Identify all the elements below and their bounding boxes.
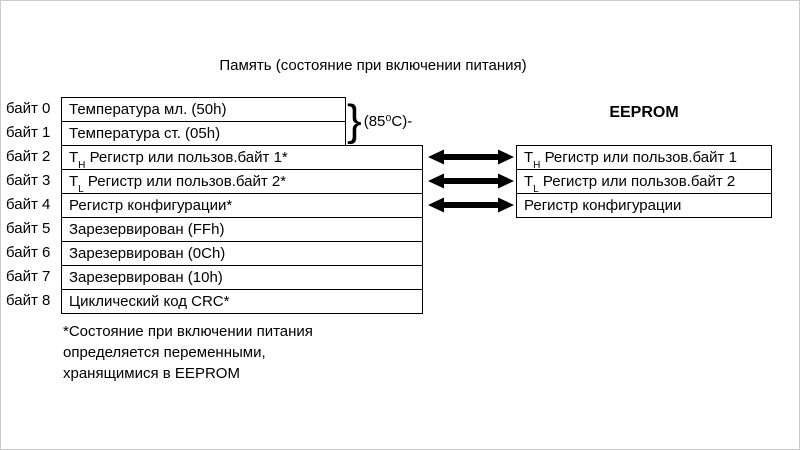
row-text: Температура мл. (50h) (69, 101, 227, 118)
byte-label-5: байт 5 (6, 220, 51, 237)
scratchpad-row-config-register: Регистр конфигурации* (61, 193, 423, 218)
row-text: Циклический код CRC* (69, 293, 230, 310)
footnote-line-3: хранящимися в EEPROM (63, 365, 240, 382)
bidirectional-arrow-config (428, 196, 514, 214)
brace-glyph: } (347, 96, 362, 145)
row-text-rest: Регистр или пользов.байт 1 (540, 149, 737, 166)
row-text: T (524, 173, 534, 190)
scratchpad-row-th-register: TH Регистр или пользов.байт 1* (61, 145, 423, 171)
eeprom-row-config-register: Регистр конфигурации (516, 193, 772, 218)
eeprom-title: EEPROM (609, 104, 679, 121)
bidirectional-arrow-icon (428, 173, 514, 189)
scratchpad-table: Температура мл. (50h) Температура ст. (0… (61, 97, 423, 314)
row-text: Зарезервирован (10h) (69, 269, 223, 286)
scratchpad-row-reserved-ff: Зарезервирован (FFh) (61, 217, 423, 242)
bidirectional-arrow-tl (428, 172, 514, 190)
footnote-line-2: определяется переменными, (63, 344, 266, 361)
row-text: T (69, 173, 79, 190)
power-on-temp-label: (85⁰C)- (363, 113, 413, 130)
row-text: T (524, 149, 534, 166)
footnote: *Состояние при включении питания определ… (63, 321, 313, 384)
row-text: T (69, 149, 79, 166)
row-subscript: L (533, 184, 539, 195)
byte-label-2: байт 2 (6, 148, 51, 165)
scratchpad-row-crc: Циклический код CRC* (61, 289, 423, 314)
bidirectional-arrow-icon (428, 197, 514, 213)
row-text: Температура ст. (05h) (69, 125, 221, 142)
row-subscript: H (533, 160, 541, 171)
scratchpad-row-reserved-0c: Зарезервирован (0Ch) (61, 241, 423, 266)
scratchpad-row-temperature-msb: Температура ст. (05h) (61, 121, 346, 146)
row-text: Регистр конфигурации* (69, 197, 233, 214)
row-text: Регистр конфигурации (524, 197, 682, 214)
scratchpad-row-reserved-10: Зарезервирован (10h) (61, 265, 423, 290)
bidirectional-arrow-icon (428, 149, 514, 165)
row-text-rest: Регистр или пользов.байт 2 (538, 173, 736, 190)
byte-label-7: байт 7 (6, 268, 51, 285)
eeprom-row-tl-register: TL Регистр или пользов.байт 2 (516, 169, 772, 195)
byte-label-8: байт 8 (6, 292, 51, 309)
row-subscript: H (78, 160, 86, 171)
eeprom-row-th-register: TH Регистр или пользов.байт 1 (516, 145, 772, 171)
row-text: Зарезервирован (FFh) (69, 221, 225, 238)
diagram-title: Память (состояние при включении питания) (219, 57, 527, 74)
power-on-temp-annotation: } (85⁰C)- (347, 97, 412, 145)
byte-label-column: байт 0 байт 1 байт 2 байт 3 байт 4 байт … (6, 97, 50, 313)
byte-label-4: байт 4 (6, 196, 51, 213)
byte-label-0: байт 0 (6, 100, 51, 117)
footnote-line-1: *Состояние при включении питания (63, 323, 313, 340)
scratchpad-row-tl-register: TL Регистр или пользов.байт 2* (61, 169, 423, 195)
bidirectional-arrow-th (428, 148, 514, 166)
row-text-rest: Регистр или пользов.байт 1* (85, 149, 288, 166)
row-text: Зарезервирован (0Ch) (69, 245, 226, 262)
eeprom-table: TH Регистр или пользов.байт 1 TL Регистр… (516, 145, 772, 218)
byte-label-6: байт 6 (6, 244, 51, 261)
byte-label-1: байт 1 (6, 124, 51, 141)
row-subscript: L (78, 184, 84, 195)
scratchpad-row-temperature-lsb: Температура мл. (50h) (61, 97, 346, 122)
byte-label-3: байт 3 (6, 172, 51, 189)
row-text-rest: Регистр или пользов.байт 2* (83, 173, 287, 190)
